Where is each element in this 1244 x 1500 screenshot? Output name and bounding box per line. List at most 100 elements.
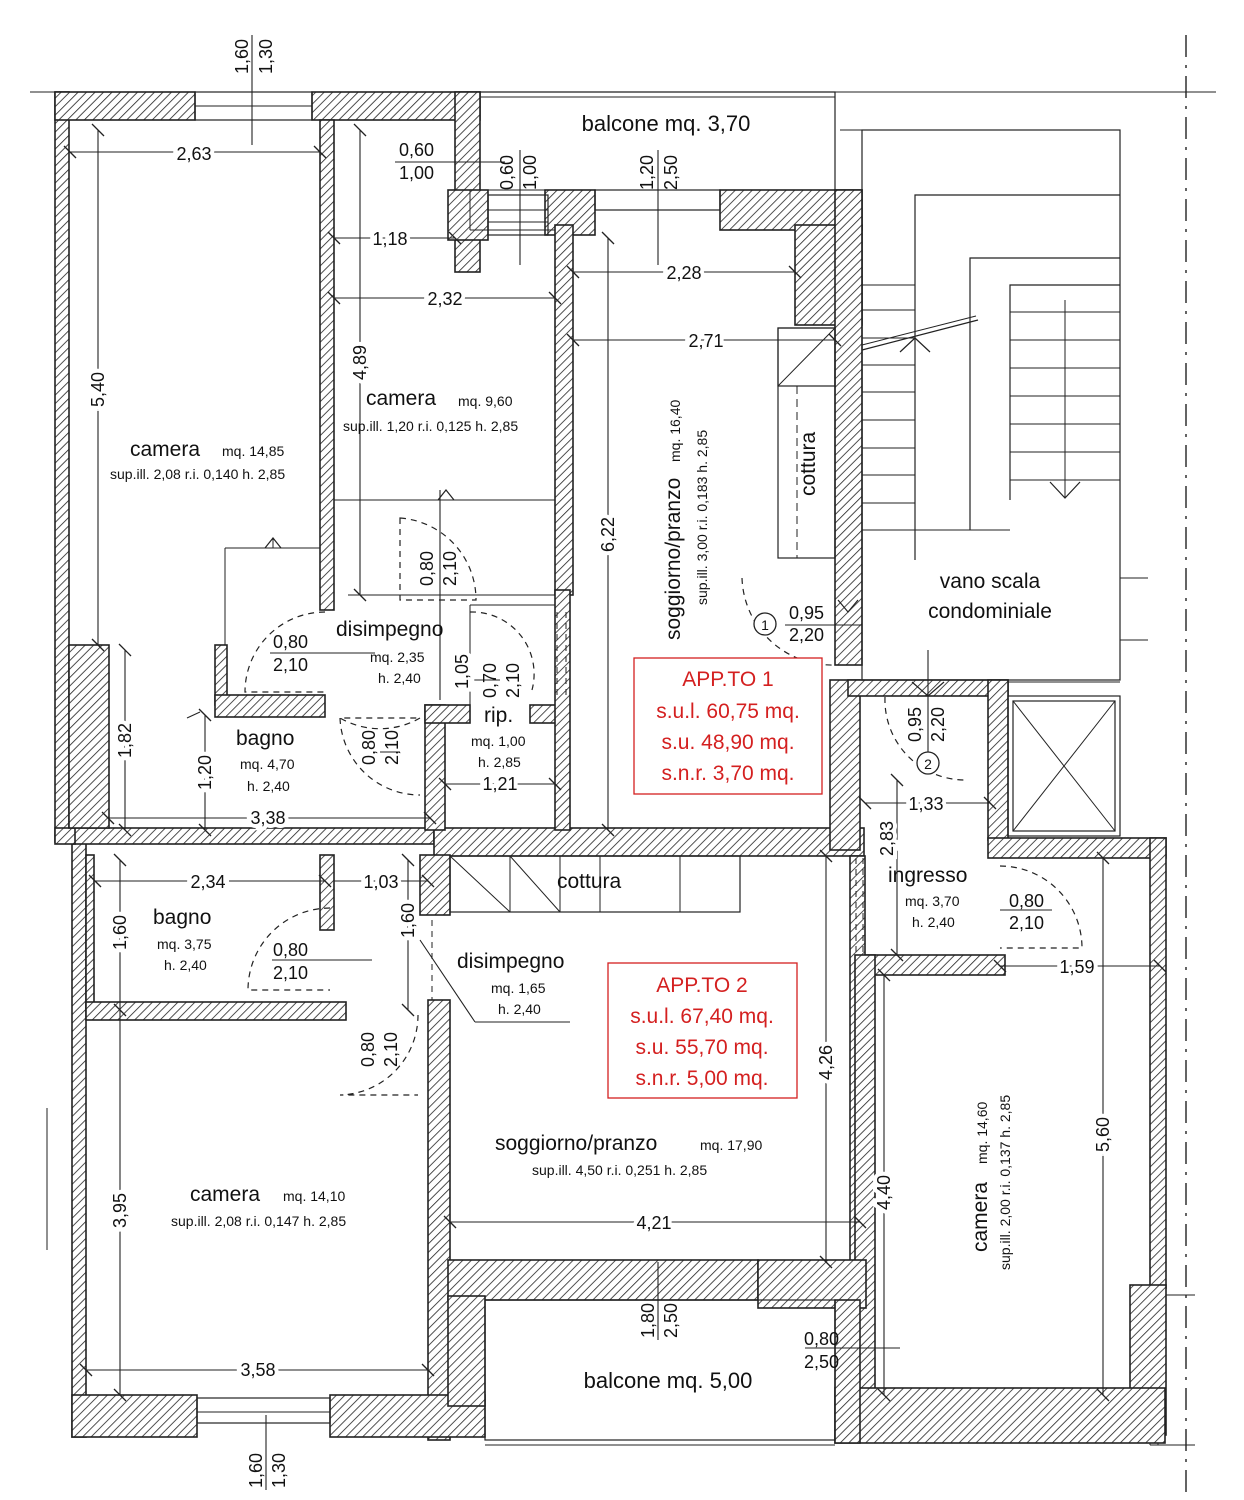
- dim-door-210-a: 2,10: [440, 551, 460, 586]
- bagno-2-area: mq. 3,75: [157, 936, 212, 952]
- cottura-1-label: cottura: [797, 431, 820, 496]
- disimpegno-1-name: disimpegno: [336, 618, 443, 641]
- soggiorno-2-info: sup.ill. 4,50 r.i. 0,251 h. 2,85: [532, 1162, 707, 1178]
- camera-left-area: mq. 14,85: [222, 443, 284, 459]
- ripostiglio-height: h. 2,85: [478, 754, 521, 770]
- dim-489: 4,89: [350, 345, 370, 380]
- disimpegno-2-height: h. 2,40: [498, 1001, 541, 1017]
- soggiorno-1-info: sup.ill. 3,00 r.i. 0,183 h. 2,85: [694, 430, 710, 605]
- dim-103: 1,03: [363, 872, 398, 892]
- entrance-markers: 1 2: [753, 612, 940, 775]
- dim-door-080-b: 0,80: [273, 632, 308, 652]
- dim-250-vertical: 2,50: [661, 155, 681, 190]
- app2-summary: APP.TO 2 s.u.l. 67,40 mq. s.u. 55,70 mq.…: [607, 962, 798, 1099]
- camera-bl-info: sup.ill. 2,08 r.i. 0,147 h. 2,85: [171, 1213, 346, 1229]
- dim-entrance-095-vertical: 0,95: [905, 707, 925, 742]
- dim-540: 5,40: [88, 372, 108, 407]
- dim-entrance-220-vertical: 2,20: [928, 707, 948, 742]
- dim-121: 1,21: [482, 774, 517, 794]
- disimpegno-1-area: mq. 2,35: [370, 649, 425, 665]
- cottura-2-label: cottura: [557, 870, 622, 893]
- camera-mid-info: sup.ill. 1,20 r.i. 0,125 h. 2,85: [343, 418, 518, 434]
- dim-283: 2,83: [877, 821, 897, 856]
- app2-su: s.u. 55,70 mq.: [635, 1036, 768, 1059]
- camera-bl-name: camera: [190, 1183, 260, 1206]
- camera-br-area: mq. 14,60: [974, 1102, 990, 1164]
- dim-balcony-door-180: 1,80: [638, 1303, 658, 1338]
- dim-271: 2,71: [688, 331, 723, 351]
- ingresso-height: h. 2,40: [912, 914, 955, 930]
- ingresso-area: mq. 3,70: [905, 893, 960, 909]
- dim-338: 3,38: [250, 808, 285, 828]
- camera-left-name: camera: [130, 438, 200, 461]
- ripostiglio-name: rip.: [484, 704, 513, 727]
- dim-entrance-095: 0,95: [789, 603, 824, 623]
- dim-door-070: 0,70: [480, 663, 500, 698]
- vano-scala-line2: condominiale: [928, 600, 1052, 623]
- dim-159: 1,59: [1059, 957, 1094, 977]
- balcone-bottom-label: balcone mq. 5,00: [584, 1368, 753, 1393]
- dim-door-080-e: 0,80: [273, 940, 308, 960]
- dim-door-210-c: 2,10: [503, 663, 523, 698]
- dim-entrance-220: 2,20: [789, 625, 824, 645]
- dim-100-vertical: 1,00: [520, 155, 540, 190]
- bagno-1-height: h. 2,40: [247, 778, 290, 794]
- soggiorno-1-name: soggiorno/pranzo: [662, 478, 685, 640]
- bagno-2-name: bagno: [153, 906, 211, 929]
- app1-title: APP.TO 1: [682, 668, 773, 691]
- dim-426: 4,26: [816, 1045, 836, 1080]
- dimension-ticks: [63, 123, 1167, 1402]
- dim-120-bagno: 1,20: [195, 755, 215, 790]
- dim-door-080-f: 0,80: [358, 1032, 378, 1067]
- disimpegno-2-area: mq. 1,65: [491, 980, 546, 996]
- thin-lines: [194, 91, 1148, 1446]
- dim-395: 3,95: [110, 1193, 130, 1228]
- dim-118: 1,18: [372, 229, 407, 249]
- dim-120-vertical: 1,20: [637, 155, 657, 190]
- dim-door-080-g: 0,80: [1009, 891, 1044, 911]
- dim-421: 4,21: [636, 1213, 671, 1233]
- bagno-2-height: h. 2,40: [164, 957, 207, 973]
- dim-560: 5,60: [1093, 1117, 1113, 1152]
- room-labels: balcone mq. 3,70 camera mq. 14,85 sup.il…: [110, 111, 1052, 1393]
- dim-door-080-a: 0,80: [417, 551, 437, 586]
- app2-sul: s.u.l. 67,40 mq.: [630, 1005, 774, 1028]
- dim-160-disimpegno: 1,60: [398, 903, 418, 938]
- dim-228: 2,28: [666, 263, 701, 283]
- camera-br-name: camera: [969, 1182, 992, 1252]
- marker-2: 2: [924, 756, 932, 772]
- ripostiglio-area: mq. 1,00: [471, 733, 526, 749]
- app1-sul: s.u.l. 60,75 mq.: [656, 700, 800, 723]
- dim-358: 3,58: [240, 1360, 275, 1380]
- dim-440: 4,40: [874, 1175, 894, 1210]
- disimpegno-2-name: disimpegno: [457, 950, 564, 973]
- dim-door-210-e: 2,10: [273, 963, 308, 983]
- app1-su: s.u. 48,90 mq.: [661, 731, 794, 754]
- dim-door-080-c: 0,80: [359, 730, 379, 765]
- dim-234: 2,34: [190, 872, 225, 892]
- disimpegno-1-height: h. 2,40: [378, 670, 421, 686]
- dim-top-window-width: 1,60: [232, 39, 252, 74]
- bagno-1-area: mq. 4,70: [240, 756, 295, 772]
- dim-263: 2,63: [176, 144, 211, 164]
- dim-060: 0,60: [399, 140, 434, 160]
- dim-100: 1,00: [399, 163, 434, 183]
- soggiorno-2-name: soggiorno/pranzo: [495, 1132, 657, 1155]
- dimension-lines: [70, 35, 1160, 1490]
- dimension-labels: 1,60 1,30 2,63 0,60 1,00 0,60 1,00 1,20 …: [84, 39, 1117, 1488]
- camera-left-info: sup.ill. 2,08 r.i. 0,140 h. 2,85: [110, 466, 285, 482]
- dim-182: 1,82: [115, 723, 135, 758]
- camera-mid-area: mq. 9,60: [458, 393, 513, 409]
- app2-snr: s.n.r. 5,00 mq.: [635, 1067, 768, 1090]
- dim-door-210-d: 2,10: [382, 730, 402, 765]
- bagno-1-name: bagno: [236, 727, 294, 750]
- dim-balcony-door-250: 2,50: [661, 1303, 681, 1338]
- ingresso-name: ingresso: [888, 864, 967, 887]
- app2-title: APP.TO 2: [656, 974, 747, 997]
- camera-br-info: sup.ill. 2,00 r.i. 0,137 h. 2,85: [997, 1095, 1013, 1270]
- dim-door-210-f: 2,10: [381, 1032, 401, 1067]
- dim-top-window-height: 1,30: [256, 39, 276, 74]
- dim-105: 1,05: [452, 654, 472, 689]
- dim-door-210-b: 2,10: [273, 655, 308, 675]
